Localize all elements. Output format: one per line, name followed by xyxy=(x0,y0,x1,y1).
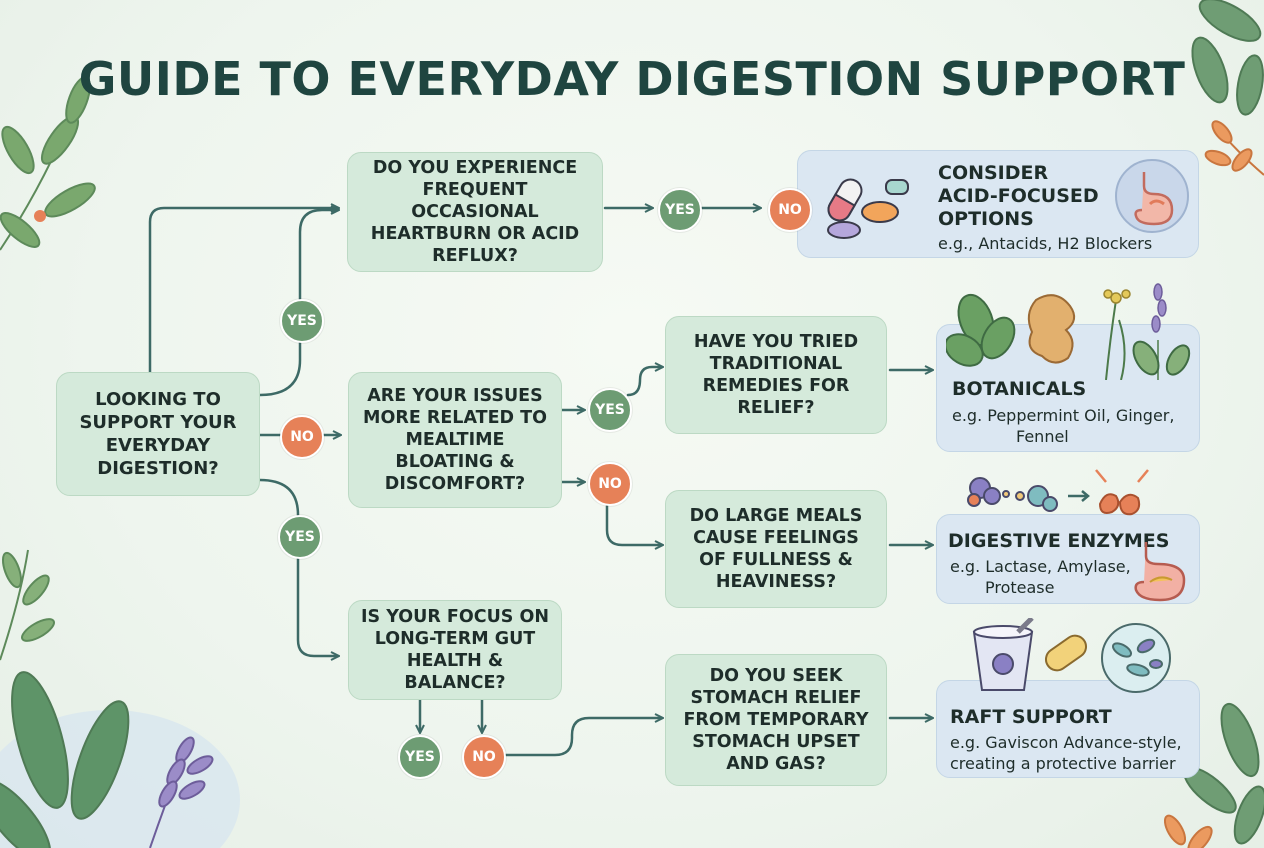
result-enzymes-detail-line: Protease xyxy=(985,578,1055,597)
result-botanicals-title: BOTANICALS xyxy=(952,378,1087,400)
badge-heartburn-no: NO xyxy=(768,188,812,232)
result-raft-detail-line: creating a protective barrier xyxy=(950,754,1176,773)
page-title: GUIDE TO EVERYDAY DIGESTION SUPPORT xyxy=(78,52,1186,106)
leaf-icon xyxy=(0,76,96,251)
connector-no-large-meals xyxy=(605,501,662,545)
result-enzymes-detail: e.g. Lactase, Amylase, Protease xyxy=(950,556,1131,598)
badge-gut-yes: YES xyxy=(398,735,442,779)
result-raft-title: RAFT SUPPORT xyxy=(950,706,1112,728)
result-botanicals-detail: e.g. Peppermint Oil, Ginger, Fennel xyxy=(952,405,1174,447)
result-acid-title: CONSIDER ACID-FOCUSED OPTIONS xyxy=(938,162,1099,231)
question-bloating: ARE YOUR ISSUES MORE RELATED TO MEALTIME… xyxy=(348,372,562,508)
badge-bloating-yes: YES xyxy=(588,388,632,432)
badge-start-yes-lower: YES xyxy=(278,515,322,559)
question-heartburn-text: DO YOU EXPERIENCE FREQUENT OCCASIONAL HE… xyxy=(370,158,580,266)
stomach-icon xyxy=(1134,542,1186,602)
enzyme-icon xyxy=(967,469,1149,516)
result-botanicals-detail-line: e.g. Peppermint Oil, Ginger, xyxy=(952,406,1175,425)
result-acid-title-line: OPTIONS xyxy=(938,208,1034,230)
result-raft-detail-line: e.g. Gaviscon Advance-style, xyxy=(950,733,1182,752)
result-raft-detail: e.g. Gaviscon Advance-style, creating a … xyxy=(950,732,1182,774)
connector-start-yes-heartburn xyxy=(258,210,338,397)
question-traditional-text: HAVE YOU TRIED TRADITIONAL REMEDIES FOR … xyxy=(693,332,859,418)
badge-bloating-no: NO xyxy=(588,462,632,506)
badge-start-yes-upper: YES xyxy=(280,299,324,343)
result-enzymes-title: DIGESTIVE ENZYMES xyxy=(948,530,1170,552)
result-acid-title-line: CONSIDER xyxy=(938,162,1049,184)
question-large-meals: DO LARGE MEALS CAUSE FEELINGS OF FULLNES… xyxy=(665,490,887,608)
connector-start-heartburn-outer xyxy=(148,208,338,374)
result-enzymes-detail-line: e.g. Lactase, Amylase, xyxy=(950,557,1131,576)
badge-start-no: NO xyxy=(280,415,324,459)
result-raft xyxy=(936,680,1200,778)
pills-icon xyxy=(827,178,909,239)
badge-heartburn-yes: YES xyxy=(658,188,702,232)
connector-yes-traditional xyxy=(626,367,662,397)
question-large-meals-text: DO LARGE MEALS CAUSE FEELINGS OF FULLNES… xyxy=(689,506,863,592)
question-start-text: LOOKING TO SUPPORT YOUR EVERYDAY DIGESTI… xyxy=(79,389,237,479)
question-stomach-relief: DO YOU SEEK STOMACH RELIEF FROM TEMPORAR… xyxy=(665,654,887,786)
question-stomach-relief-text: DO YOU SEEK STOMACH RELIEF FROM TEMPORAR… xyxy=(683,666,869,774)
result-botanicals-detail-line: Fennel xyxy=(1016,427,1069,446)
badge-gut-no: NO xyxy=(462,735,506,779)
question-heartburn: DO YOU EXPERIENCE FREQUENT OCCASIONAL HE… xyxy=(347,152,603,272)
herbs-icon xyxy=(946,283,1191,380)
connector-no-stomach-relief xyxy=(501,718,662,757)
question-start: LOOKING TO SUPPORT YOUR EVERYDAY DIGESTI… xyxy=(56,372,260,496)
stomach-icon xyxy=(1115,159,1189,233)
question-bloating-text: ARE YOUR ISSUES MORE RELATED TO MEALTIME… xyxy=(363,386,547,494)
question-traditional: HAVE YOU TRIED TRADITIONAL REMEDIES FOR … xyxy=(665,316,887,434)
connector-start-yes-gut xyxy=(258,478,338,656)
result-acid-detail: e.g., Antacids, H2 Blockers xyxy=(938,234,1153,253)
question-gut-health-text: IS YOUR FOCUS ON LONG-TERM GUT HEALTH & … xyxy=(361,607,550,693)
question-gut-health: IS YOUR FOCUS ON LONG-TERM GUT HEALTH & … xyxy=(348,600,562,700)
result-acid-title-line: ACID-FOCUSED xyxy=(938,185,1099,207)
yogurt-icon xyxy=(972,618,1171,693)
